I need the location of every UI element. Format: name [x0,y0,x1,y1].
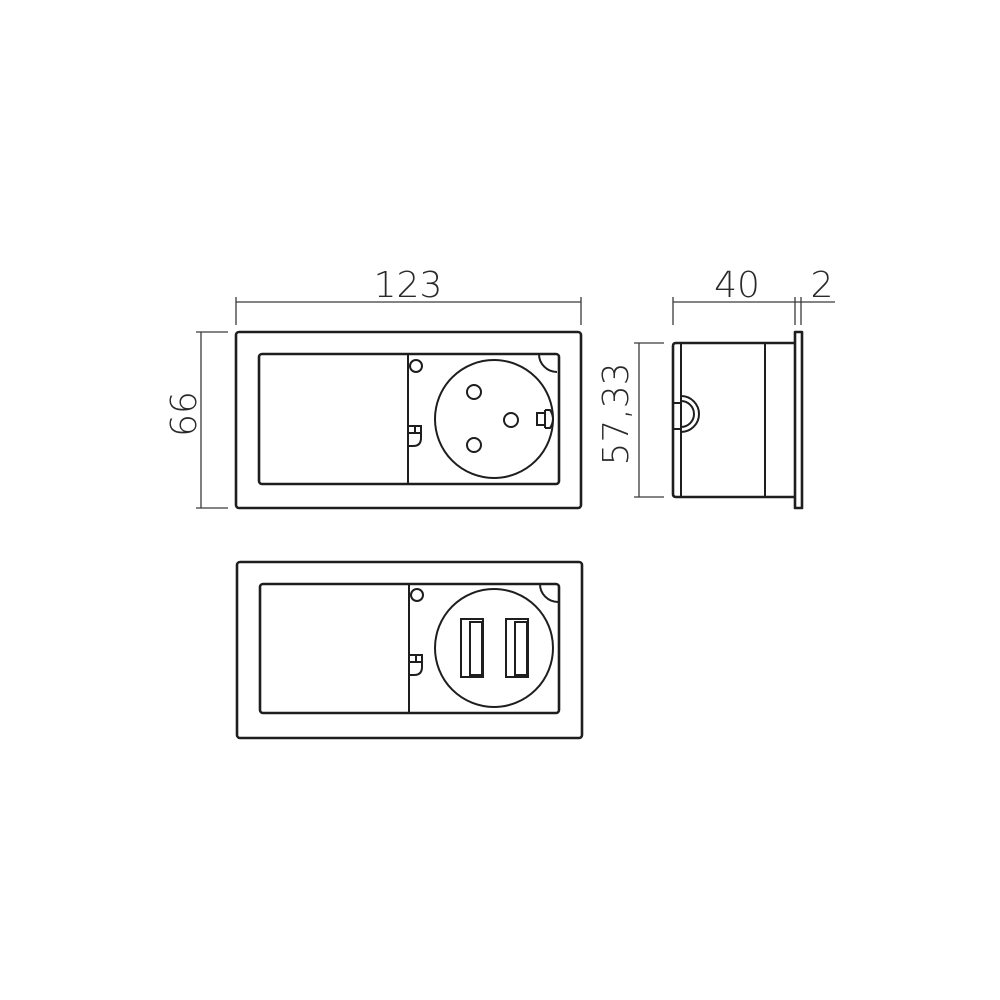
schuko-socket-icon [434,359,554,479]
outer-frame [235,560,584,740]
latch-tab-icon [408,425,422,447]
front-view-usb [235,560,584,740]
dimension-depth: 40 2 [672,265,835,325]
clip-icon [673,395,700,433]
dimension-depth-label: 40 [714,265,760,306]
flange [793,330,804,510]
corner-notch [538,353,558,373]
front-view-schuko [234,330,583,510]
dimension-body-height: 57,33 [596,342,664,498]
latch-tab-icon [409,654,423,676]
corner-notch [539,583,559,603]
dimension-height-label: 66 [164,391,205,437]
outer-frame [234,330,583,510]
body-outline [671,341,795,499]
screw-hole-icon [409,359,423,373]
side-view [671,330,804,510]
screw-hole-icon [410,588,424,602]
usb-port-icon [505,618,529,678]
dimension-flange-label: 2 [811,265,834,306]
dimension-width: 123 [235,265,582,325]
dimension-body-height-label: 57,33 [596,362,637,465]
dual-usb-socket-icon [434,588,554,708]
dimension-width-label: 123 [374,265,443,306]
usb-port-icon [460,618,484,678]
dimension-height: 66 [164,331,228,509]
